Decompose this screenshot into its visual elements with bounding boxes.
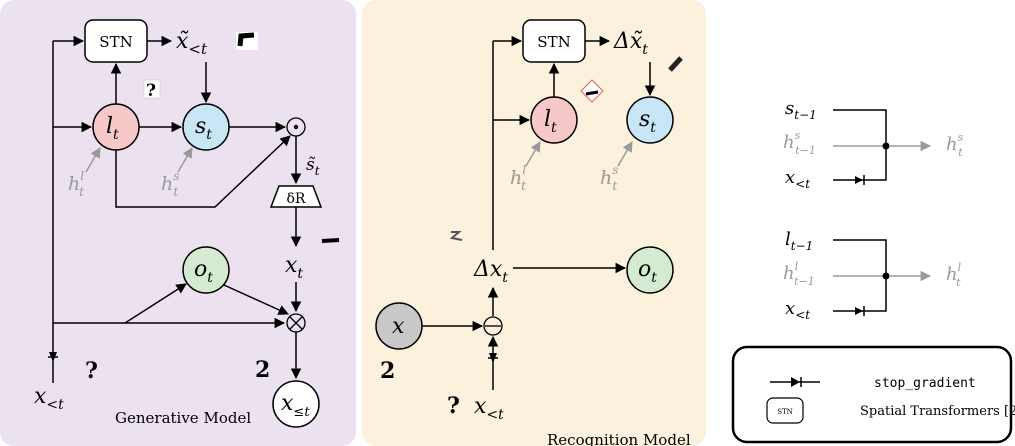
l-cell-line-bot [833,276,887,312]
rec-faded-edges [525,141,633,167]
gen-s-label: st [195,114,212,143]
l-cell-in3: x<t [785,298,810,322]
gen-glimpse-stroke [237,32,255,47]
gen-odot-dot [293,124,299,130]
rec-x-label: x [392,314,405,339]
gen-edges [48,35,302,383]
s-cell-in1: st−1 [785,98,817,122]
gen-panel-label: Generative Model [115,409,251,427]
rec-delta-x-tilde: Δx̃t [613,29,648,58]
rec-diamond-stroke [585,90,599,96]
gen-edge-l-to-odot [115,135,291,208]
rec-o-label: ot [638,257,657,286]
rec-s-label: st [639,107,656,136]
gen-x-lt: x<t [34,384,64,413]
rec-digit-2-thumb: 2 [380,358,395,384]
gen-o-label: ot [194,257,213,286]
l-cell-junction [882,272,890,280]
s-cell-line-top [833,109,887,146]
rec-o-node [626,246,674,294]
gen-delta-r-label: δR [287,191,306,207]
rec-l-label: lt [544,107,557,136]
rec-glimpse-stroke [668,56,683,72]
gen-faded-edges [85,147,193,173]
s-cell-line-bot [833,146,887,181]
rec-delta-x: Δxt [473,257,508,286]
rec-diamond-thumb [580,79,604,103]
rec-stop-grad-arrow [489,353,497,363]
legend-box [731,345,1013,444]
rec-panel-label: Recognition Model [547,431,691,446]
rec-x-lt: x<t [474,394,504,423]
gen-edge-hs-to-s [177,147,193,173]
legend-stopgrad-label: stop_gradient [874,376,976,391]
rec-scribble-thumb [449,231,463,241]
gen-delta-r-block [269,185,323,208]
recognition-panel [362,0,706,446]
gen-q-thumb [143,79,161,99]
rec-ominus [483,316,503,336]
s-cell-stopgrad-arrow [855,176,863,184]
rec-edges [422,35,656,390]
gen-x-t: xt [285,253,303,282]
generative-panel [0,0,356,446]
legend-stopgrad-symbol [770,377,820,387]
rec-digit-q-thumb: ? [447,393,460,419]
l-cell-line-top [833,239,887,276]
rec-s-node [626,96,674,144]
gen-edge-to-o [124,283,187,324]
gen-edge-o-to-otimes [223,284,289,315]
legend-stn-icon-label: STN [777,408,793,416]
gen-dash-stroke [321,238,340,243]
rec-stn-label: STN [537,33,570,51]
gen-x-tilde: x̃<t [176,29,208,58]
gen-s-tilde: s̃t [306,155,320,178]
gen-x-le-node [272,380,320,428]
legend-stn-desc: Spatial Transformers [20] [860,404,1015,419]
gen-stop-grad-arrow [49,352,57,362]
gen-edge-hl-to-l [85,147,101,173]
s-cell-in3: x<t [785,167,810,191]
l-cell-stopgrad-arrow [855,307,863,315]
gen-o-node [182,246,230,294]
rec-edge-hs-to-s [617,141,633,167]
gen-l-label: lt [106,114,119,143]
gen-digit-q-thumb: ? [85,358,98,384]
gen-stn-label: STN [99,33,132,51]
s-cell-junction [882,142,890,150]
gen-q-glyph: ? [146,81,156,101]
rec-edge-hl-to-l [525,141,541,167]
gen-x-le-label: x≤t [281,391,310,420]
gen-otimes-cross [289,316,303,330]
legend-stn-icon [766,397,804,424]
gen-digit-2-thumb: 2 [255,357,270,383]
l-cell-in1: lt−1 [785,229,813,253]
legend-stopgrad-arrow [791,377,800,387]
